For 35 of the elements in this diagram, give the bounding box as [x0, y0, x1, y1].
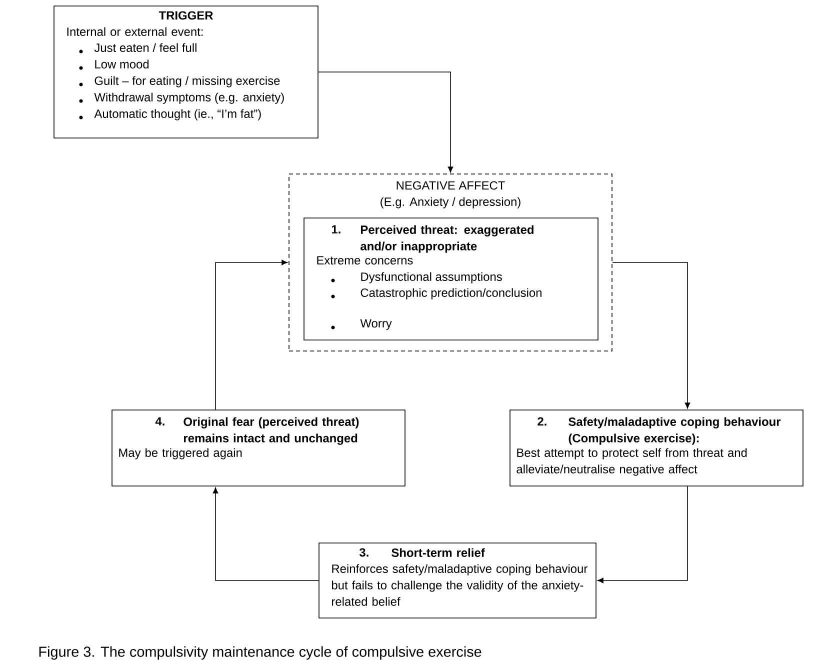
process-box [318, 542, 596, 618]
box-text: Extreme concerns [317, 256, 413, 265]
step-number: 3. [359, 548, 368, 557]
step-number: 4. [155, 417, 164, 426]
bullet-item: Worry [360, 319, 392, 330]
box-heading: Perceived threat: exaggerated and/or inappropriate [360, 225, 534, 253]
box-heading: Short-term relief [392, 548, 485, 557]
box-heading: TRIGGER [158, 11, 213, 20]
arrow [318, 72, 454, 173]
process-box [510, 410, 804, 486]
box-text: Best attempt to protect self from threat and alleviate/neutralise negative affect [516, 448, 747, 476]
arrow [597, 486, 688, 584]
box-text: May be triggered again [119, 448, 242, 460]
box-text: Internal or external event: [67, 27, 203, 36]
bullet-item: Guilt – for eating / missing exercise [94, 76, 280, 88]
box-text: Reinforces safety/maladaptive coping behaviour but fails to challenge the validity of the anxiety-related belief [332, 564, 588, 606]
arrow [612, 262, 690, 409]
box-heading: Safety/maladaptive coping behaviour (Compulsive exercise): [568, 417, 781, 445]
process-box [112, 410, 406, 486]
bullet-item: Automatic thought (ie., “I’m fat”) [94, 109, 261, 120]
caption: Figure 3. The compulsivity maintenance cycle of compulsive exercise [39, 646, 482, 660]
arrow [215, 260, 288, 410]
step-number: 2. [538, 417, 546, 426]
bullet-item: Low mood [95, 60, 149, 68]
bullet-item: Just eaten / feel full [94, 43, 196, 52]
trigger-box [54, 6, 318, 138]
process-box [304, 218, 598, 340]
bullet-item: Withdrawal symptoms (e.g. anxiety) [94, 92, 284, 104]
box-heading: NEGATIVE AFFECT [396, 181, 505, 190]
bullet-item: Dysfunctional assumptions [361, 272, 502, 284]
box-heading: (E.g. Anxiety / depression) [380, 197, 520, 208]
arrow [212, 487, 319, 581]
box-heading: Original fear (perceived threat) remains intact and unchanged [184, 417, 359, 445]
step-number: 1. [332, 225, 340, 234]
bullet-item: Catastrophic prediction/conclusion [360, 288, 542, 300]
